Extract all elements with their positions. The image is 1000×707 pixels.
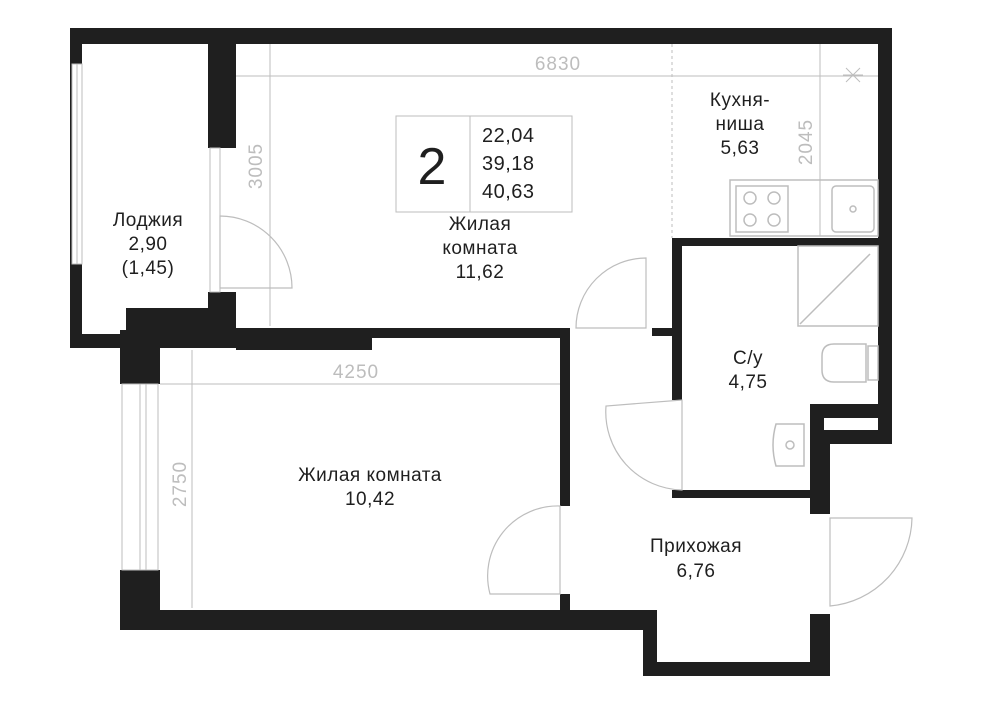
- burner-icon: [767, 213, 781, 227]
- wall-hall-bottom: [643, 662, 830, 676]
- kitchen-area: 5,63: [721, 138, 760, 159]
- toilet-icon: [821, 343, 867, 383]
- hall-name: Прихожая: [650, 536, 742, 557]
- living1-name-line1: Жилая: [449, 214, 512, 235]
- stove-icon: [735, 185, 789, 233]
- hall-area: 6,76: [677, 561, 716, 582]
- wall-bath-bottom: [672, 490, 822, 498]
- wall-top: [70, 28, 892, 44]
- room1-window: [209, 147, 221, 293]
- room1-door: [575, 257, 647, 329]
- entrance-door: [829, 517, 913, 607]
- wall-bath-nib: [652, 328, 682, 336]
- bathroom-door: [605, 399, 683, 491]
- wall-right-jog-bottom: [818, 430, 892, 444]
- wall-right-upper: [878, 28, 892, 440]
- area-total: 39,18: [482, 153, 535, 175]
- wall-room1-room2-thin: [372, 328, 570, 338]
- badge-frame: [395, 115, 573, 213]
- living1-name-line2: комната: [442, 238, 517, 259]
- kitchen-counter: [729, 179, 879, 237]
- dimension-lines: [160, 44, 878, 608]
- washbasin-drain-icon: [785, 440, 795, 450]
- room2-door: [487, 505, 561, 595]
- wall-room2-right-stub: [560, 594, 570, 614]
- room-labels: Лоджия 2,90 (1,45) Жилая комната 11,62 К…: [113, 90, 770, 582]
- sink-icon: [831, 185, 875, 233]
- wall-right-jog-inner: [810, 404, 824, 434]
- loggia-name: Лоджия: [113, 210, 183, 231]
- fixtures: [671, 44, 879, 467]
- wall-right-mid: [810, 434, 830, 514]
- kitchen-name-line1: Кухня-: [710, 90, 770, 111]
- dim-top-label: 6830: [535, 54, 581, 75]
- area-with-loggia: 40,63: [482, 181, 535, 203]
- dim-room2-height-label: 2750: [170, 461, 191, 507]
- wall-loggia-room1-upper: [208, 28, 236, 148]
- sink-drain-icon: [849, 205, 857, 213]
- toilet-tank-icon: [867, 345, 879, 381]
- wall-kitchen-bath: [672, 238, 892, 246]
- walls: [70, 28, 892, 676]
- dim-room2-width-label: 4250: [333, 362, 379, 383]
- shower-tray-icon: [797, 245, 879, 327]
- wall-right-lower: [810, 614, 830, 676]
- washbasin-icon: [772, 423, 805, 467]
- bathroom-area: 4,75: [729, 372, 768, 393]
- burner-icon: [767, 191, 781, 205]
- vent-icon: [843, 67, 863, 83]
- burner-icon: [743, 213, 757, 227]
- kitchen-name-line2: ниша: [716, 114, 765, 135]
- loggia-area: 2,90: [129, 234, 168, 255]
- wall-bath-left: [672, 238, 682, 400]
- windows: [71, 63, 221, 571]
- wall-right-jog-top: [810, 404, 892, 418]
- loggia-area-reduced: (1,45): [122, 258, 175, 279]
- wall-room2-right: [560, 328, 570, 506]
- wall-bottom: [120, 610, 657, 630]
- loggia-door: [219, 215, 293, 289]
- living2-name: Жилая комната: [298, 465, 442, 486]
- wall-left-lower: [120, 570, 160, 630]
- dim-kitchen-height-label: 2045: [796, 119, 817, 165]
- area-badge: 2 22,04 39,18 40,63: [395, 115, 573, 213]
- shower-diagonal-icon: [799, 253, 871, 325]
- dim-room1-height-label: 3005: [246, 143, 267, 189]
- doors: [219, 215, 913, 607]
- wall-room1-room2-thick: [236, 328, 372, 350]
- bathroom-name: С/у: [733, 348, 763, 369]
- burner-icon: [743, 191, 757, 205]
- area-living: 22,04: [482, 125, 535, 147]
- living2-area: 10,42: [345, 489, 395, 510]
- wall-corner-block: [126, 308, 236, 348]
- living1-area: 11,62: [456, 262, 505, 283]
- room-count: 2: [418, 138, 447, 196]
